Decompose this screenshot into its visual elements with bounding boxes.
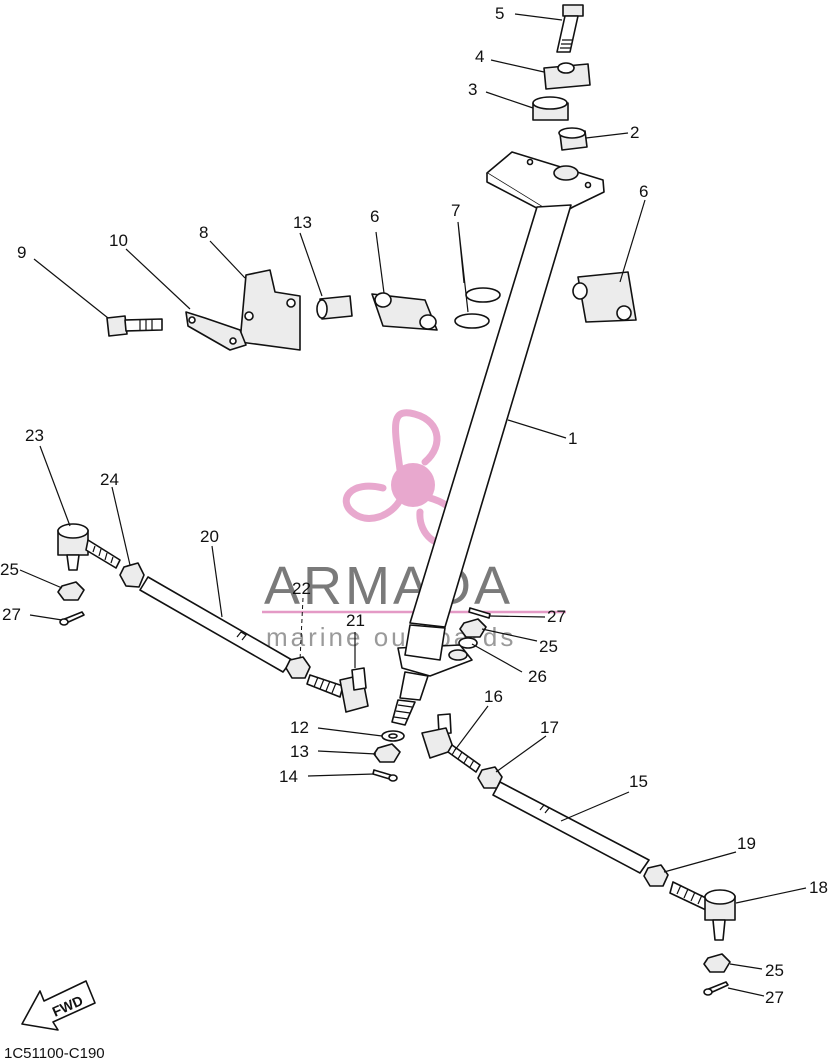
cotter-pin-part-27-center (468, 607, 491, 619)
part-label: 22 (292, 579, 311, 598)
tie-rod-part-15 (492, 781, 650, 874)
bolt-part-5 (556, 4, 584, 53)
nut-part-22 (285, 656, 311, 679)
nut-part-25-right (703, 953, 731, 973)
nut-part-19 (643, 864, 669, 887)
part-label: 26 (528, 667, 547, 686)
clamp-part-4 (543, 62, 591, 90)
fwd-arrow: FWD (21, 980, 96, 1031)
propeller-hub-icon (391, 463, 435, 507)
bushing-part-2 (558, 127, 588, 151)
lock-washer-part-7 (454, 287, 501, 329)
part-label: 6 (370, 207, 379, 226)
part-label: 17 (540, 718, 559, 737)
part-label: 18 (809, 878, 828, 897)
bracket-plate-part-8 (239, 269, 301, 351)
part-label: 12 (290, 718, 309, 737)
cotter-pin-part-27-left (59, 611, 85, 626)
part-label: 2 (630, 123, 639, 142)
part-label: 23 (25, 426, 44, 445)
washer-part-12 (381, 730, 405, 742)
part-label: 24 (100, 470, 119, 489)
nut-part-25-left (57, 581, 85, 601)
rod-end-part-18 (669, 881, 736, 941)
part-label: 9 (17, 243, 26, 262)
bolt-part-9 (106, 315, 163, 337)
clamp-part-6-right (572, 271, 637, 323)
nut-part-25-center (459, 618, 487, 638)
watermark-brand: ARMADA (264, 556, 513, 616)
part-label: 27 (765, 988, 784, 1007)
part-label: 5 (495, 4, 504, 23)
steering-column-part (391, 151, 605, 726)
part-label: 7 (451, 201, 460, 220)
part-label: 20 (200, 527, 219, 546)
part-label: 21 (346, 611, 365, 630)
part-label: 27 (547, 607, 566, 626)
rod-end-part-21 (306, 667, 369, 713)
spacer-part-11 (316, 295, 353, 320)
cotter-pin-part-14 (372, 769, 398, 782)
cotter-pin-part-27-right (703, 981, 729, 996)
part-label: 25 (539, 637, 558, 656)
part-label: 10 (109, 231, 128, 250)
link-part-10 (185, 311, 247, 351)
tie-rod-part-20 (139, 576, 293, 673)
part-label: 13 (293, 213, 312, 232)
leader-lines (19, 13, 807, 997)
part-label: 3 (468, 80, 477, 99)
part-label: 8 (199, 223, 208, 242)
part-label: 13 (290, 742, 309, 761)
nut-part-24 (119, 562, 145, 588)
part-label: 6 (639, 182, 648, 201)
part-label: 25 (765, 961, 784, 980)
rod-end-part-23 (57, 523, 121, 571)
nut-part-13 (373, 743, 401, 763)
part-label: 27 (2, 605, 21, 624)
part-label: 1 (568, 429, 577, 448)
part-label: 19 (737, 834, 756, 853)
part-labels: 5 4 3 2 6 7 6 13 8 10 9 1 23 24 20 25 27… (0, 4, 828, 1007)
drawing-code: 1C51100-C190 (4, 1045, 105, 1059)
collar-part-3 (532, 96, 569, 121)
part-label: 15 (629, 772, 648, 791)
part-label: 16 (484, 687, 503, 706)
rod-end-part-16 (421, 713, 481, 773)
part-label: 14 (279, 767, 298, 786)
washer-part-26 (458, 637, 478, 649)
part-label: 25 (0, 560, 19, 579)
clamp-part-6-left (371, 292, 438, 331)
part-label: 4 (475, 47, 484, 66)
